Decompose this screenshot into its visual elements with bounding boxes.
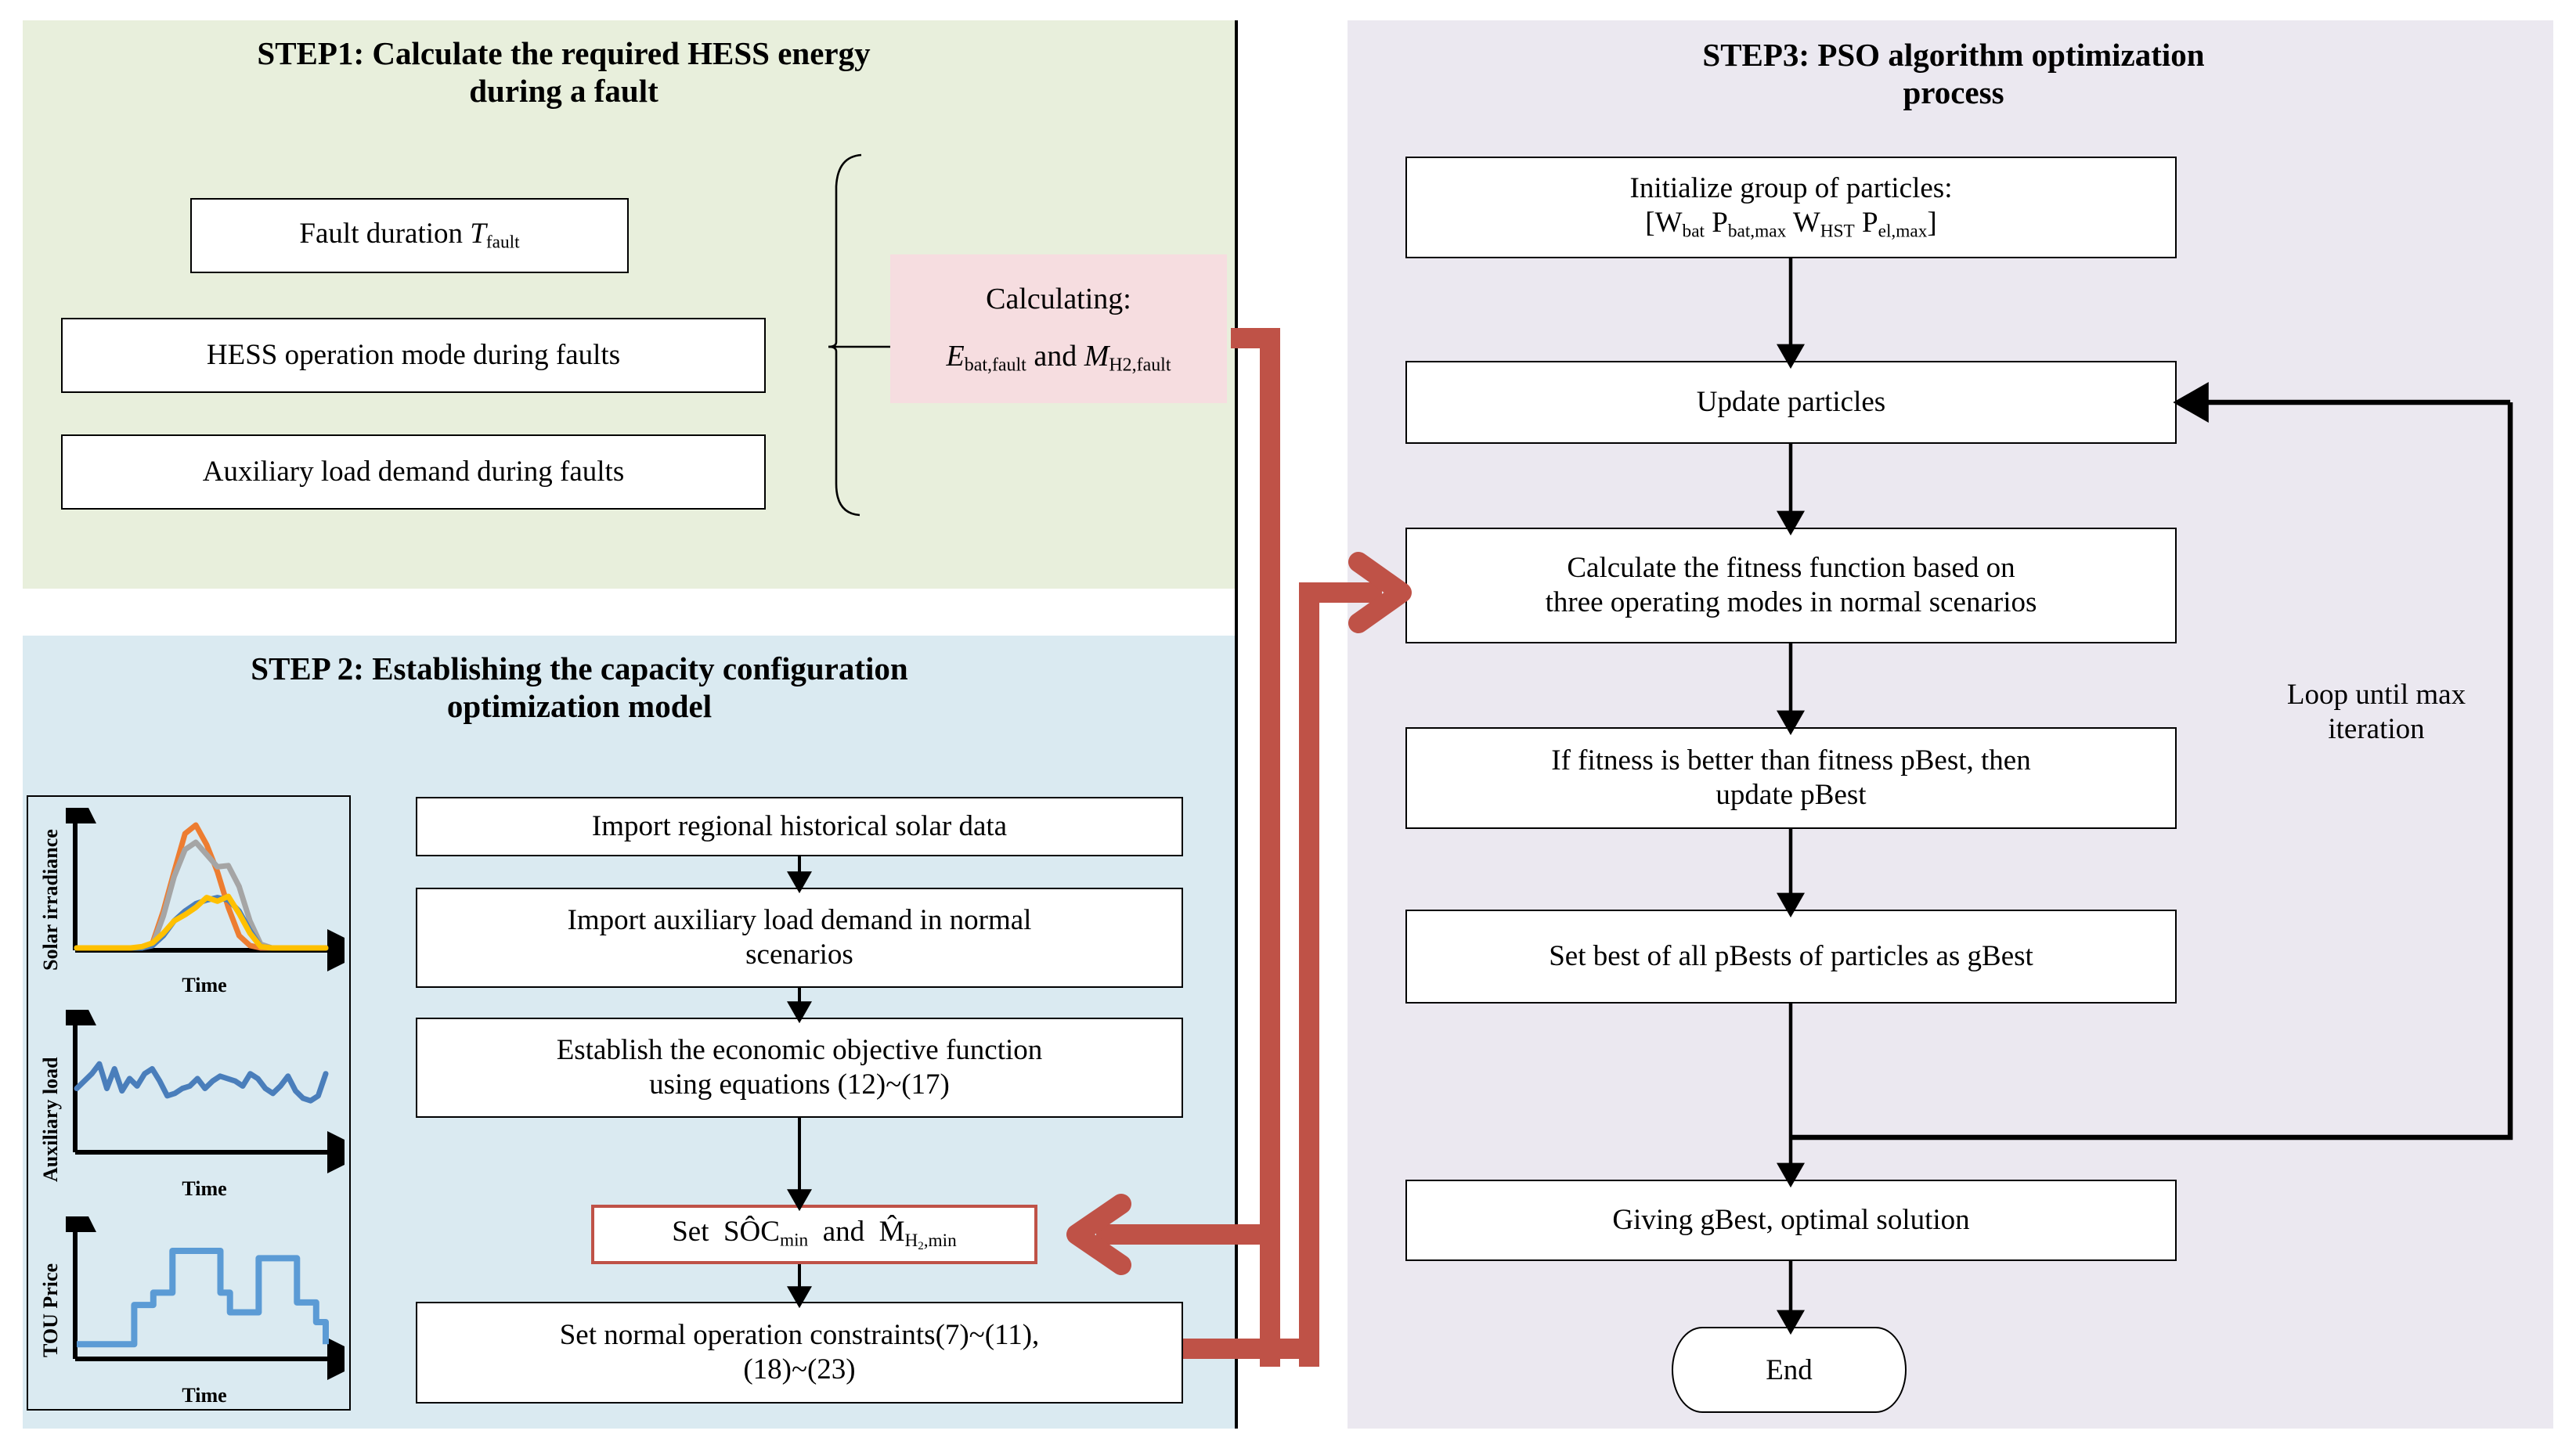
panel-divider (1235, 20, 1238, 1429)
step3-title-l1: STEP3: PSO algorithm optimization (1702, 37, 2205, 73)
node-end[interactable]: End (1672, 1327, 1907, 1413)
step2-title-l2: optimization model (446, 688, 713, 725)
chart-tou-price (66, 1216, 345, 1380)
node-fault-duration[interactable]: Fault duration Tfault (190, 198, 629, 273)
node-economic-objective-label: Establish the economic objective functio… (556, 1033, 1043, 1101)
series-tou-price (77, 1248, 329, 1348)
step2-title: STEP 2: Establishing the capacity config… (117, 650, 1041, 726)
node-set-gbest-label: Set best of all pBests of particles as g… (1549, 939, 2033, 972)
chart-auxiliary-load (66, 1010, 345, 1173)
node-update-pbest-label: If fitness is better than fitness pBest,… (1551, 744, 2031, 811)
node-update-particles[interactable]: Update particles (1405, 361, 2177, 444)
step1-title: STEP1: Calculate the required HESS energ… (125, 34, 1002, 110)
node-giving-gbest[interactable]: Giving gBest, optimal solution (1405, 1180, 2177, 1261)
node-normal-constraints-label: Set normal operation constraints(7)~(11)… (559, 1318, 1040, 1386)
chart-auxload-ylabel: Auxiliary load (39, 1057, 62, 1182)
calculating-line1: Calculating: (986, 283, 1131, 316)
step3-title-l2: process (1903, 74, 2004, 111)
chart-tou-xlabel: Time (182, 1384, 227, 1407)
node-import-solar-data[interactable]: Import regional historical solar data (416, 797, 1183, 856)
node-update-pbest[interactable]: If fitness is better than fitness pBest,… (1405, 727, 2177, 829)
node-set-gbest[interactable]: Set best of all pBests of particles as g… (1405, 910, 2177, 1004)
step1-title-l2: during a fault (469, 73, 658, 110)
node-auxiliary-load-demand-faults[interactable]: Auxiliary load demand during faults (61, 434, 766, 510)
step1-title-l1: STEP1: Calculate the required HESS energ… (257, 35, 871, 71)
node-import-solar-data-label: Import regional historical solar data (591, 809, 1008, 842)
node-giving-gbest-label: Giving gBest, optimal solution (1612, 1203, 1970, 1236)
node-end-label: End (1766, 1353, 1813, 1386)
step3-title: STEP3: PSO algorithm optimization proces… (1433, 36, 2474, 112)
node-hess-operation-mode-label: HESS operation mode during faults (206, 338, 621, 371)
calculating-line2: Ebat,fault and MH2,fault (946, 340, 1171, 377)
series-scenario-orange (74, 822, 329, 951)
chart-tou-ylabel: TOU Price (39, 1263, 62, 1357)
step2-title-l1: STEP 2: Establishing the capacity config… (251, 650, 908, 686)
node-update-particles-label: Update particles (1696, 385, 1886, 418)
chart-solar-ylabel: Solar irradiance (39, 829, 62, 971)
node-economic-objective[interactable]: Establish the economic objective functio… (416, 1018, 1183, 1118)
node-initialize-particles-label: Initialize group of particles:[Wbat Pbat… (1629, 172, 1953, 242)
node-calculating: Calculating: Ebat,fault and MH2,fault (890, 254, 1227, 403)
chart-auxload-xlabel: Time (182, 1177, 227, 1200)
node-normal-constraints[interactable]: Set normal operation constraints(7)~(11)… (416, 1302, 1183, 1404)
node-initialize-particles[interactable]: Initialize group of particles:[Wbat Pbat… (1405, 157, 2177, 258)
series-scenario-gray (74, 839, 329, 951)
node-fault-duration-label: Fault duration Tfault (299, 218, 520, 253)
chart-solar-irradiance (66, 808, 345, 971)
node-set-soc-min-label: Set SÔCmin and M̂H2,min (672, 1216, 957, 1252)
series-auxiliary-load (74, 1061, 329, 1104)
series-scenario-yellow (74, 893, 329, 951)
step2-charts-panel: Solar irradiance Time Auxiliary load Tim… (27, 795, 351, 1411)
chart-solar-xlabel: Time (182, 974, 227, 996)
node-hess-operation-mode[interactable]: HESS operation mode during faults (61, 318, 766, 393)
node-auxiliary-load-demand-faults-label: Auxiliary load demand during faults (202, 455, 625, 488)
node-set-soc-min[interactable]: Set SÔCmin and M̂H2,min (591, 1205, 1037, 1264)
